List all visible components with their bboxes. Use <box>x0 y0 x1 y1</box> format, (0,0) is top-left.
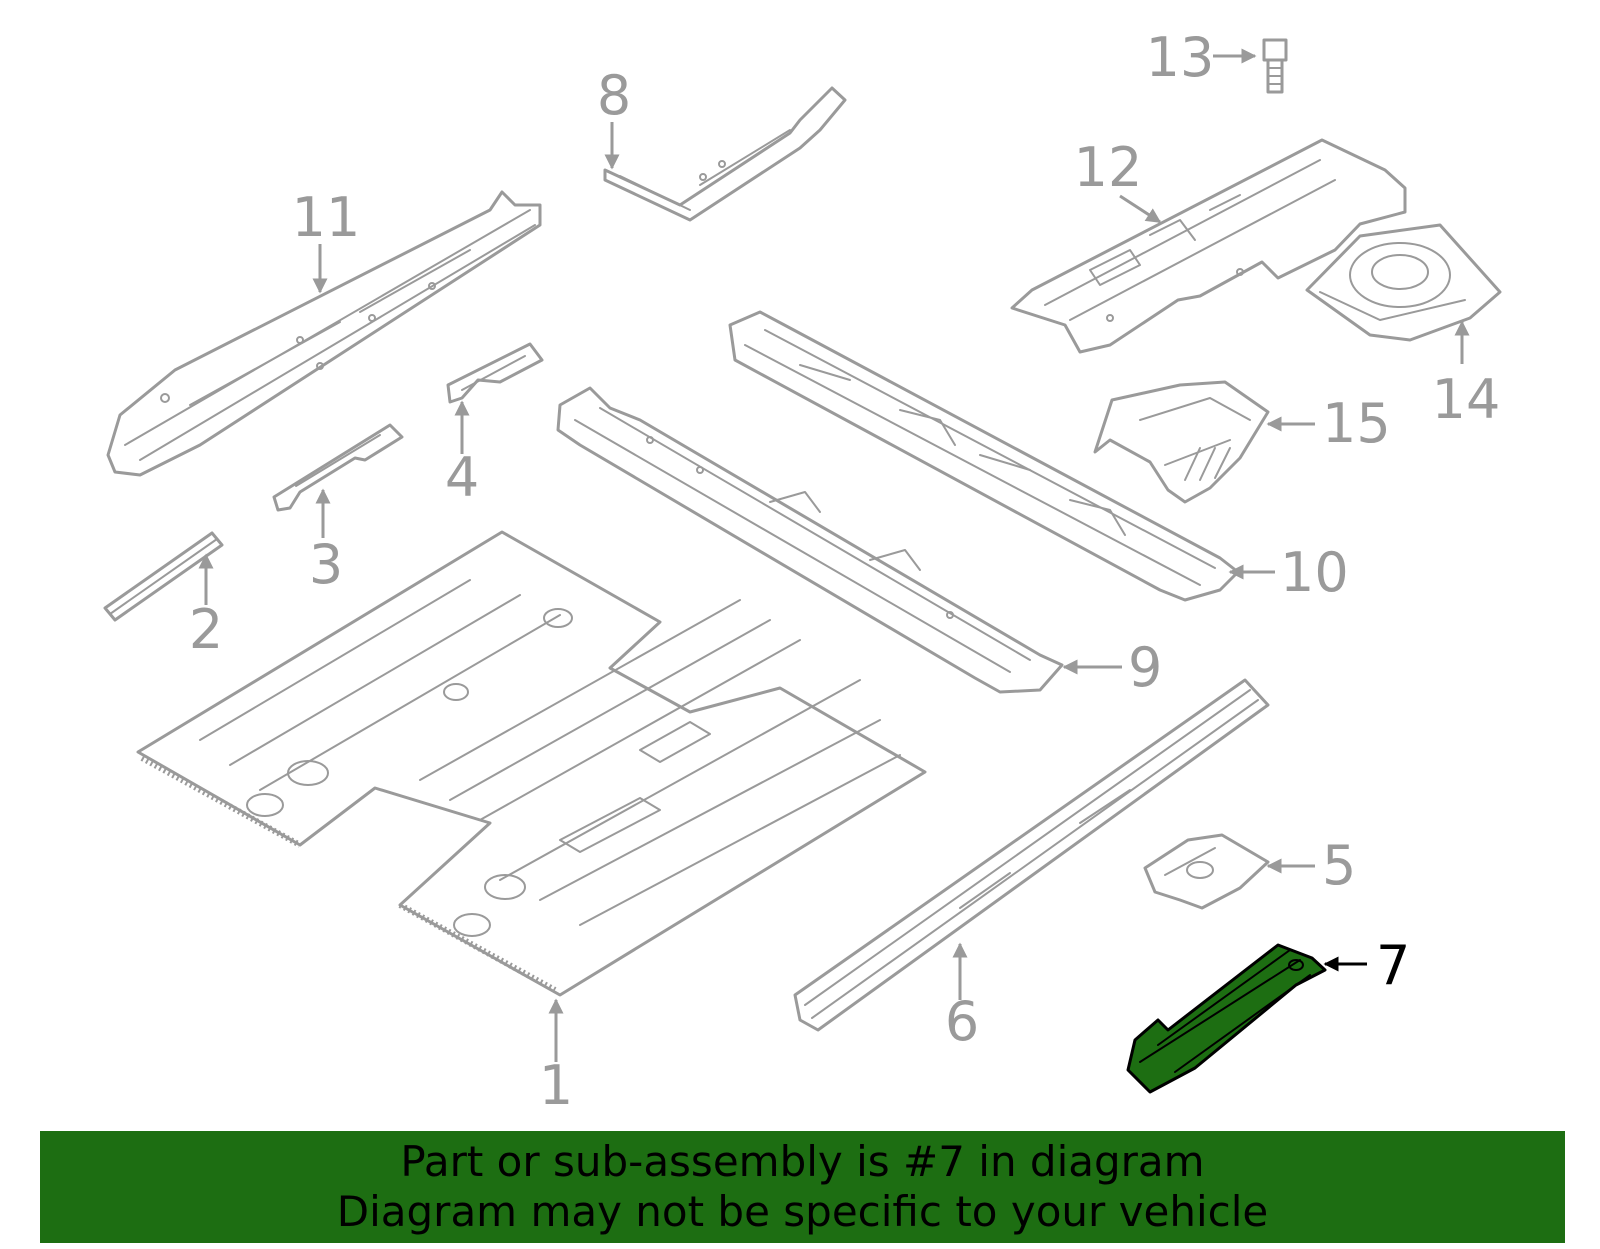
part-12-rear-floor <box>1010 138 1407 354</box>
callout-12: 12 <box>1074 136 1143 199</box>
part-15-bracket <box>1093 380 1270 504</box>
callout-11: 11 <box>292 186 361 249</box>
part-10-crossmember <box>728 310 1240 602</box>
callout-3: 3 <box>309 533 343 596</box>
part-6-sill <box>793 678 1270 1032</box>
banner-part-note: Part or sub-assembly is #7 in diagram <box>400 1137 1205 1186</box>
info-banner: Part or sub-assembly is #7 in diagram Di… <box>40 1131 1565 1243</box>
part-4-bracket <box>446 342 544 404</box>
part-9-crossmember <box>556 386 1064 694</box>
banner-disclaimer: Diagram may not be specific to your vehi… <box>336 1187 1269 1236</box>
callout-8: 8 <box>597 64 631 127</box>
callout-14: 14 <box>1432 368 1501 431</box>
callout-7: 7 <box>1376 934 1410 997</box>
callout-4: 4 <box>445 446 479 509</box>
part-14-tire-well <box>1305 223 1502 342</box>
callout-6: 6 <box>945 990 979 1053</box>
callout-10: 10 <box>1280 541 1349 604</box>
part-1-floor-pan <box>136 530 927 997</box>
callout-9: 9 <box>1128 636 1162 699</box>
part-13-bolt <box>1262 38 1288 94</box>
leader-lines <box>198 48 1470 1062</box>
part-8-upper-rail <box>603 86 847 222</box>
callout-2: 2 <box>189 598 223 661</box>
callout-1: 1 <box>539 1054 573 1117</box>
callout-labels: 1 2 3 4 5 6 7 8 9 10 11 12 13 14 15 <box>189 26 1501 1117</box>
part-7-member-highlighted <box>1126 943 1327 1094</box>
part-11-side-member <box>106 190 542 477</box>
callout-13: 13 <box>1146 26 1215 89</box>
callout-15: 15 <box>1322 392 1391 455</box>
callout-5: 5 <box>1322 834 1356 897</box>
part-5-plate <box>1143 833 1270 910</box>
part-3-bracket <box>272 423 404 512</box>
part-2-rail <box>103 531 224 622</box>
